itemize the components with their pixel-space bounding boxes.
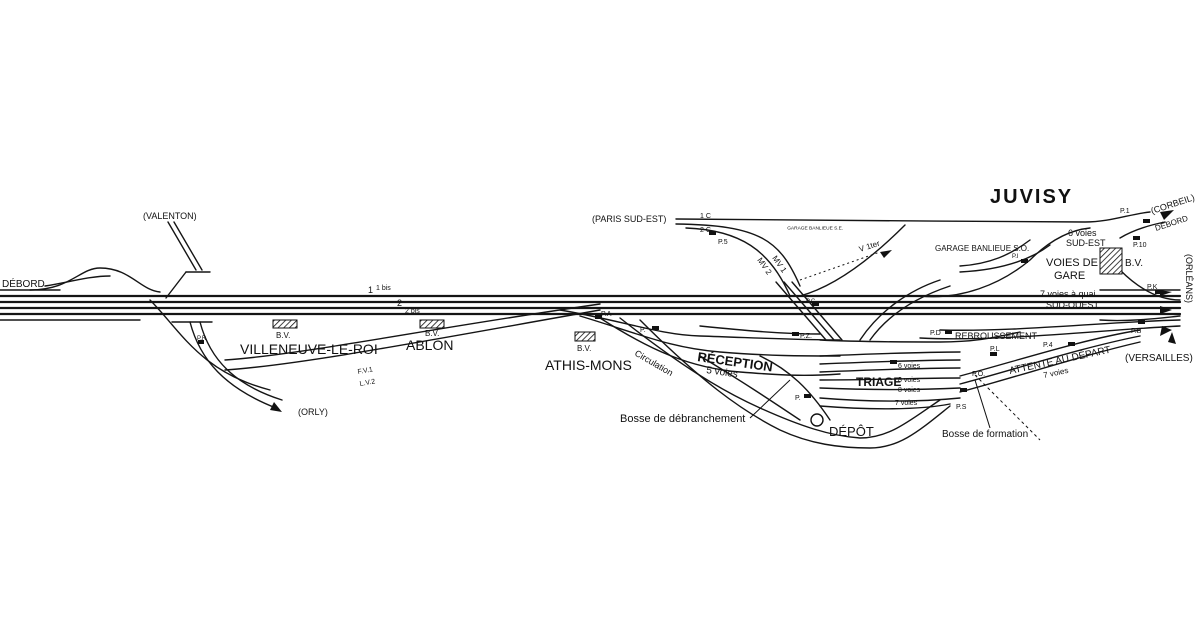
bosse-formation-label: Bosse de formation (942, 429, 1028, 440)
sud-ouest-count-label: 7 voies à quai (1040, 289, 1096, 299)
direction-arrows (270, 210, 1176, 412)
debord-left-spur (29, 267, 161, 293)
paris-sud-est-label: (PARIS SUD-EST) (592, 214, 666, 224)
track-1-label: 1 (368, 285, 373, 295)
depot-label: DÉPÔT (829, 424, 874, 439)
depot-turntable (810, 413, 824, 427)
post-pc: P.C (806, 299, 816, 305)
circulation-label: Circulation (633, 348, 675, 378)
rebroussement-label: REBROUSSEMENT (955, 331, 1038, 341)
post-p4: P.4 (1043, 342, 1053, 349)
bosse-debranchement-label: Bosse de débranchement (620, 413, 745, 425)
ablon-building (419, 319, 445, 329)
track-2bis-label: 2 bis (405, 308, 420, 315)
post-p1: P.1 (1120, 208, 1130, 215)
debord-right-label: DÉBORD (1154, 214, 1190, 233)
station-tracks (859, 221, 1181, 341)
post-pl: P.L (990, 346, 1000, 353)
post-ps: P.S (956, 404, 967, 411)
orly-label: (ORLY) (298, 407, 328, 417)
2c-label: 2 C (700, 227, 711, 234)
triage-c-label: 8 voies (898, 387, 921, 394)
sud-ouest-label: SUD-OUEST (1046, 300, 1100, 310)
triage-d-label: 7 voies (895, 400, 918, 407)
villeneuve-building (272, 319, 298, 329)
versailles-label: (VERSAILLES) (1125, 353, 1193, 364)
orly-branch (149, 299, 601, 409)
voies-de-label: VOIES DE (1046, 257, 1098, 269)
post-pp: P. (795, 395, 801, 402)
mv1-label: MV 1 (770, 254, 788, 275)
valenton-branch (165, 221, 211, 299)
villeneuve-label: VILLENEUVE-LE-ROI (240, 341, 378, 357)
ablon-bv-label: B.V. (425, 329, 439, 338)
track-1bis-label: 1 bis (376, 285, 391, 292)
fv1-label: F.V.1 (357, 366, 373, 376)
post-pk: P.K (1147, 284, 1158, 291)
valenton-label: (VALENTON) (143, 211, 197, 221)
post-pb: P.B (1131, 328, 1142, 335)
yard-tracks (559, 309, 1141, 449)
athis-mons-building (574, 331, 596, 342)
1c-label: 1 C (700, 213, 711, 220)
triage-label: TRIAGE (856, 375, 901, 389)
orleans-label: (ORLÉANS) (1184, 254, 1194, 303)
sud-est-count-label: 6 voies (1068, 228, 1097, 238)
garage-so-label: GARAGE BANLIEUE S.O. (935, 244, 1029, 253)
post-p: P. (640, 327, 646, 334)
juvisy-bv-label: B.V. (1125, 258, 1143, 269)
post-pd: P.D (930, 330, 941, 337)
post-pa: P.A (601, 311, 612, 318)
athis-mons-label: ATHIS-MONS (545, 357, 632, 373)
juvisy-building (1099, 247, 1123, 275)
triage-b-label: 8 voies (898, 377, 921, 384)
athis-bv-label: B.V. (577, 344, 591, 353)
post-pr: P.R (197, 336, 207, 342)
post-p10: P.10 (1133, 242, 1147, 249)
sud-est-label: SUD-EST (1066, 238, 1106, 248)
gare-label: GARE (1054, 270, 1085, 282)
reception-count-label: 5 voies (706, 365, 739, 380)
main-line-tracks (0, 289, 1182, 321)
v1ter-label: V 1ter (858, 239, 881, 254)
post-po: P.O. (972, 371, 985, 378)
track-2-label: 2 (397, 298, 402, 308)
garage-se-label: GARAGE BANLIEUE S.E. (787, 226, 843, 232)
paris-sud-est-lines (675, 211, 1151, 341)
bosse-pointers (749, 251, 1041, 441)
post-p5: P.5 (718, 239, 728, 246)
juvisy-title: JUVISY (990, 186, 1073, 208)
corbeil-label: (CORBEIL) (1150, 192, 1196, 216)
signal-posts (198, 219, 1162, 398)
post-pz: P.Z. (800, 333, 812, 340)
triage-a-label: 6 voies (898, 363, 921, 370)
post-pi: P.I (1012, 254, 1019, 260)
ablon-label: ABLON (406, 337, 453, 353)
lv2-label: L.V.2 (359, 378, 376, 388)
villeneuve-bv-label: B.V. (276, 331, 290, 340)
debord-left-label: DÉBORD (2, 277, 45, 290)
